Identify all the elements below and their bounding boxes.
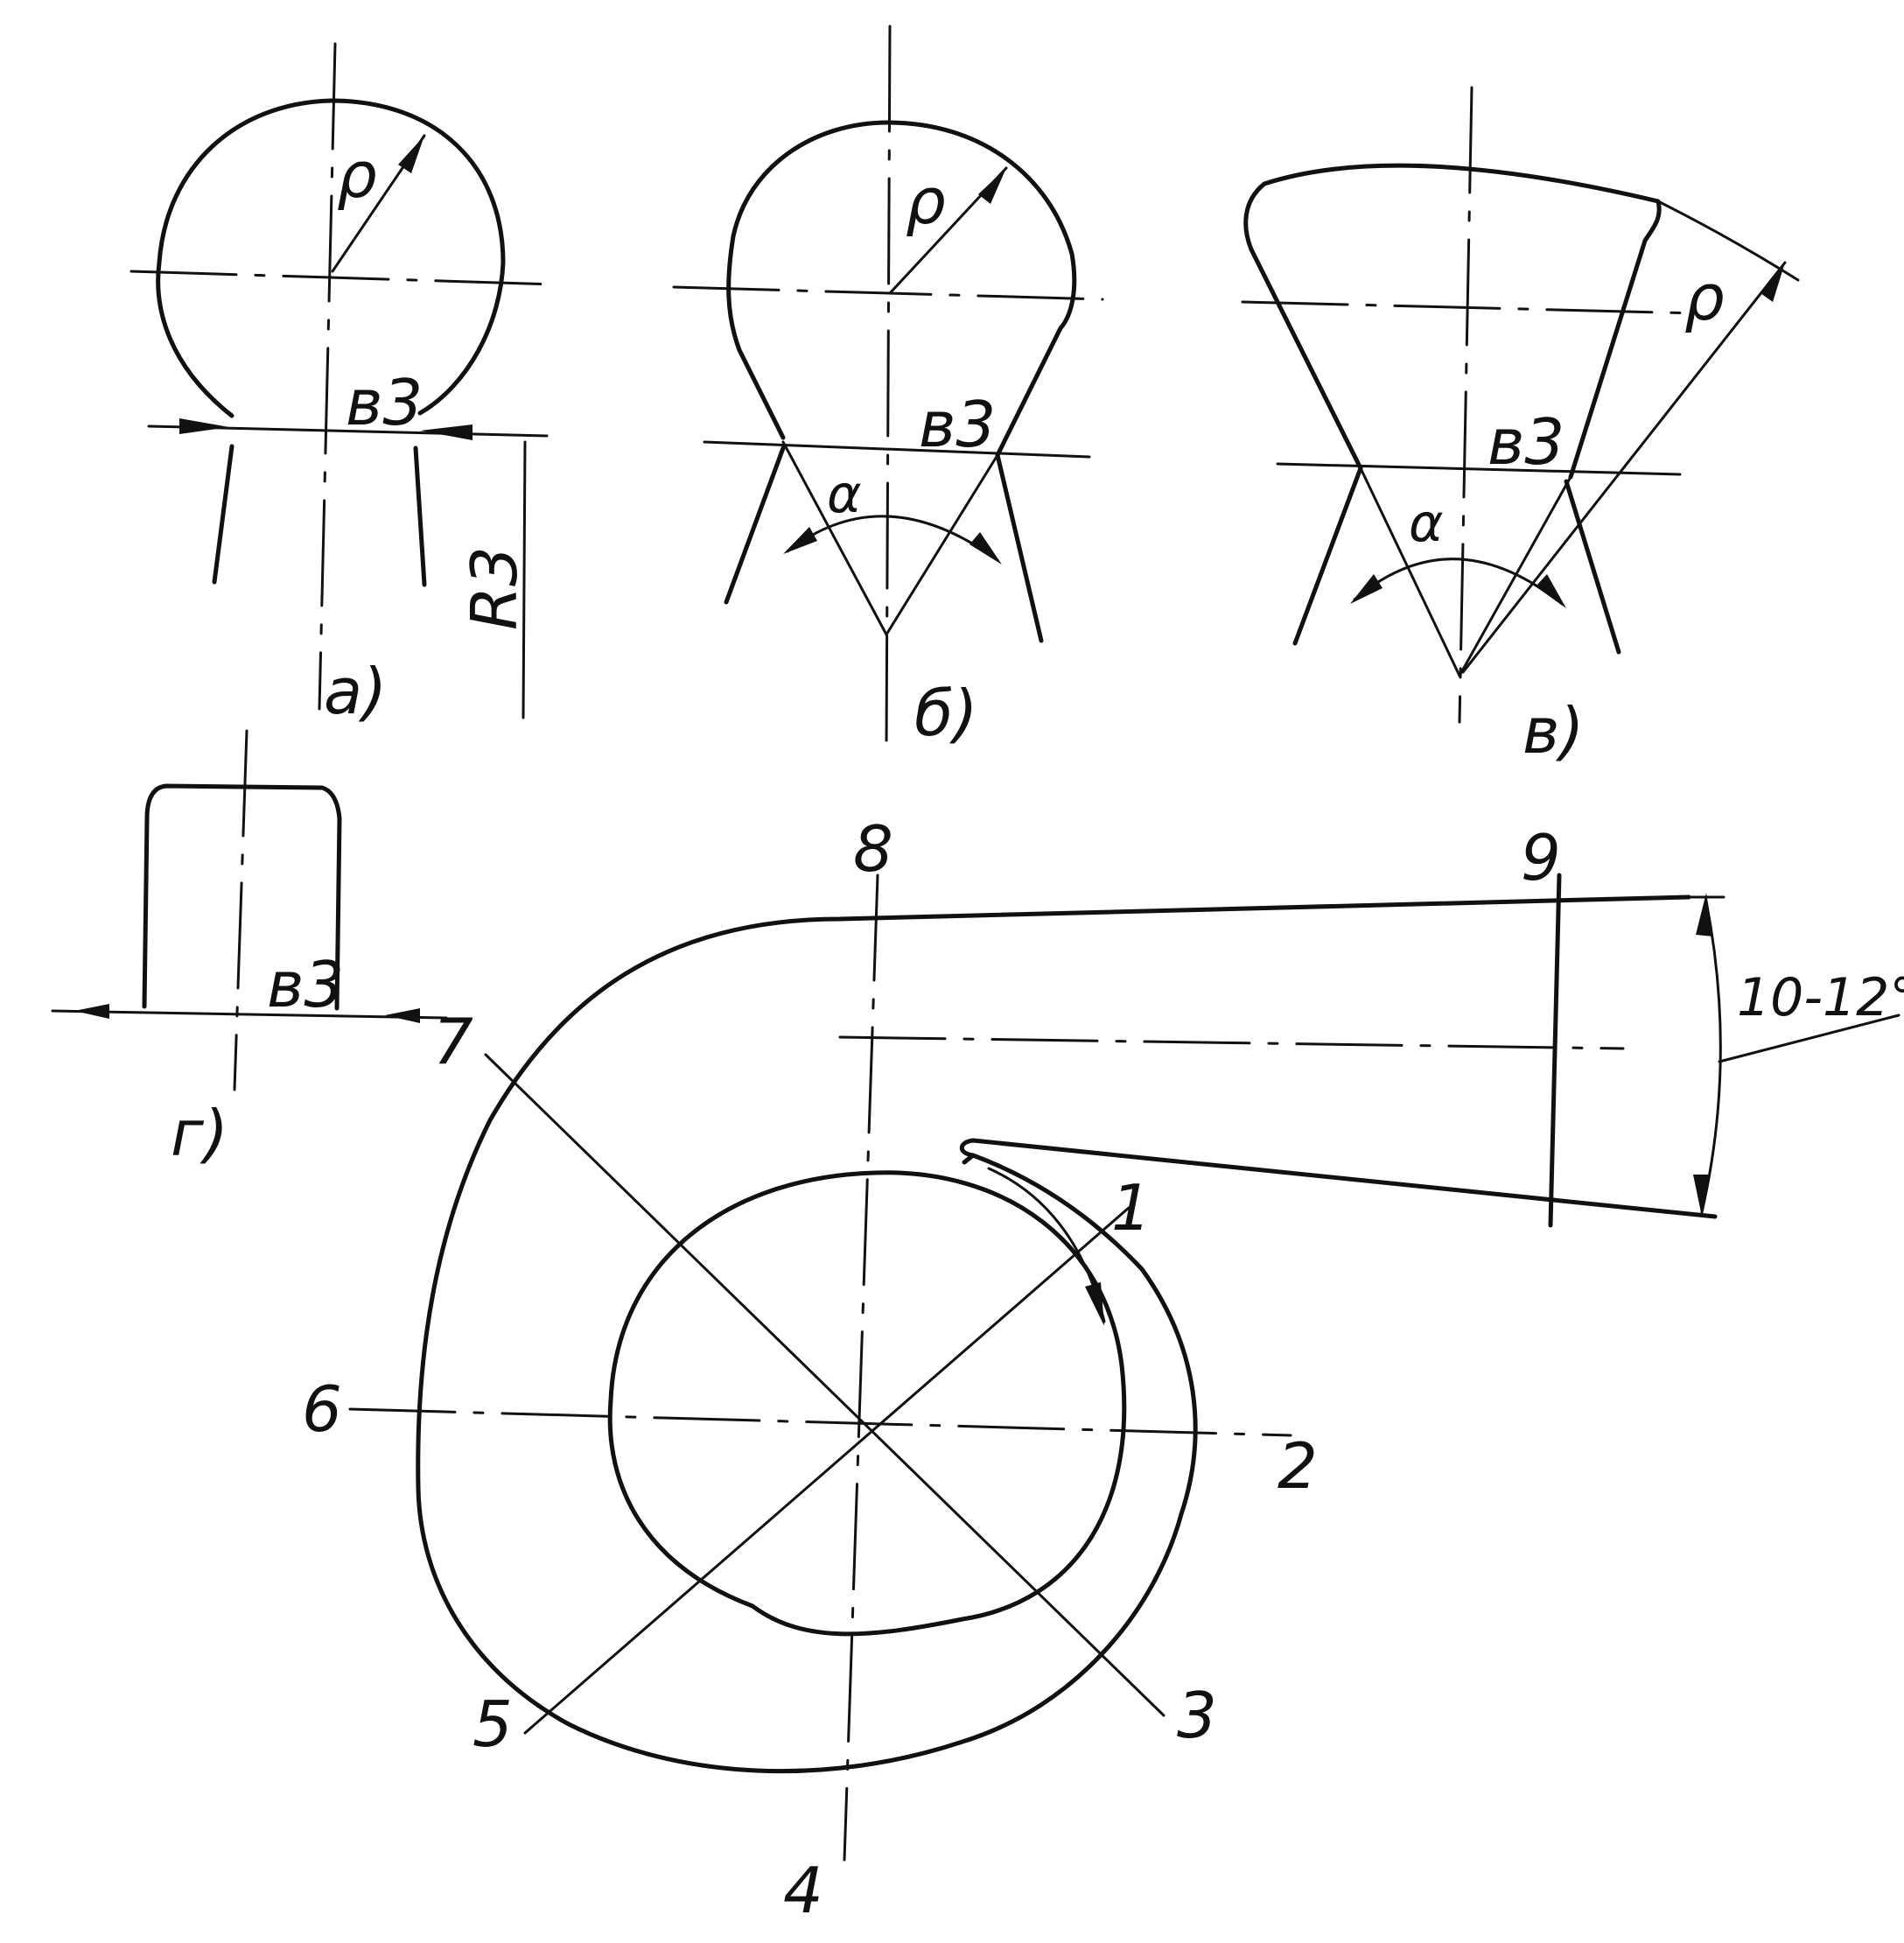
fig-b-alpha-ray-left <box>781 440 888 636</box>
fig-v-rho-arrow <box>1760 263 1785 302</box>
fig-a-circular-section <box>156 98 506 418</box>
spiral-casing: 10-12° 1 2 3 4 5 6 7 8 9 <box>302 812 1904 1927</box>
figure-g: в3 г) <box>51 729 448 1170</box>
fig-v-b3-line <box>1276 462 1682 476</box>
fig-a-rho-arrow <box>398 136 424 173</box>
fig-g-b3-arrow-right <box>385 1008 420 1023</box>
fig-g-rectangular-section <box>142 783 342 1011</box>
fig-g-b3-arrow-left <box>74 1004 109 1019</box>
fig-b-alpha-label: α <box>827 464 862 525</box>
fig-b-b3-label: в3 <box>919 388 996 461</box>
fig-b-b3-line <box>703 440 1091 459</box>
fig-v-b3-label: в3 <box>1488 405 1564 479</box>
fig-v-horizontal-axis <box>1241 300 1699 315</box>
fig-b-teardrop-section <box>726 120 1077 458</box>
figure-a: ρ в3 R3 а) <box>130 42 557 728</box>
fig-a-R3-dimension-line <box>522 440 527 719</box>
fig-b-rho-arrow <box>978 168 1006 204</box>
section-label-4: 4 <box>783 1854 823 1927</box>
impeller-circle <box>607 1170 1127 1637</box>
fig-v-alpha-arc <box>1353 558 1564 606</box>
fig-v-left-wall <box>1292 466 1363 646</box>
outlet-lower-wall <box>959 1138 1718 1219</box>
fig-a-b3-arrow-right <box>420 424 472 440</box>
section-label-2: 2 <box>1278 1429 1318 1503</box>
fig-v-alpha-arrow-left <box>1350 574 1382 604</box>
fig-b-rho-label: ρ <box>906 165 946 238</box>
fig-v-caption: в) <box>1522 694 1585 768</box>
fig-a-right-wall <box>413 445 427 587</box>
fig-b-caption: б) <box>914 677 978 750</box>
angle-arrow-bottom <box>1693 1175 1711 1217</box>
fig-a-horizontal-axis <box>130 270 557 286</box>
fig-b-alpha-arrow-left <box>783 527 817 554</box>
fig-v-alpha-arrow-right <box>1536 574 1566 608</box>
spiral-horizontal-axis <box>348 1407 1292 1437</box>
fig-a-b3-label: в3 <box>346 366 423 439</box>
section-line-9 <box>1548 873 1562 1228</box>
section-line-7-3 <box>484 1053 1166 1717</box>
fig-v-vertical-axis <box>1458 86 1474 724</box>
fig-a-R3-label: R3 <box>458 546 531 630</box>
fig-b-horizontal-axis <box>672 285 1104 301</box>
fig-b-vertical-axis <box>885 25 892 750</box>
spiral-vertical-axis <box>843 873 879 1862</box>
outlet-axis <box>838 1035 1625 1050</box>
fig-v-rho-line <box>1461 261 1787 674</box>
fig-a-left-wall <box>212 444 234 585</box>
fig-a-vertical-axis <box>318 42 337 711</box>
spiral-outer-wall <box>416 894 1691 1774</box>
fig-v-alpha-ray-right <box>1458 475 1572 677</box>
section-label-5: 5 <box>472 1687 513 1761</box>
fig-v-right-wall <box>1564 479 1621 655</box>
fig-v-left-side <box>1243 181 1363 471</box>
fig-g-vertical-axis <box>233 729 248 1091</box>
angle-arrow-top <box>1696 893 1713 936</box>
fig-g-b3-label: в3 <box>267 948 344 1021</box>
fig-b-alpha-arc <box>786 515 999 562</box>
fig-a-b3-arrow-left <box>179 418 229 434</box>
fig-b-alpha-arrow-right <box>970 532 1002 565</box>
fig-b-left-wall <box>724 445 786 605</box>
section-label-6: 6 <box>302 1372 342 1446</box>
fig-v-alpha-label: α <box>1409 493 1444 554</box>
section-label-7: 7 <box>433 1005 473 1078</box>
fig-g-caption: г) <box>171 1097 228 1170</box>
rotation-arrow <box>1085 1282 1104 1326</box>
section-label-9: 9 <box>1521 821 1561 894</box>
fig-a-rho-label: ρ <box>337 138 377 212</box>
angle-label: 10-12° <box>1737 967 1904 1028</box>
fig-g-b3-line <box>51 1009 448 1020</box>
fig-a-caption: а) <box>324 655 387 728</box>
section-label-1: 1 <box>1111 1171 1152 1245</box>
section-label-3: 3 <box>1177 1679 1217 1752</box>
section-line-5-1 <box>523 1206 1130 1735</box>
section-label-8: 8 <box>853 812 893 886</box>
fig-v-alpha-ray-left <box>1359 466 1461 677</box>
fig-b-right-wall <box>995 452 1044 643</box>
fig-v-top-edge <box>1262 163 1662 480</box>
fig-v-rho-label: ρ <box>1684 261 1725 334</box>
fig-v-rho-arc <box>1656 200 1800 282</box>
figure-v: ρ в3 α в) <box>1241 86 1800 768</box>
angle-arc <box>1700 900 1722 1214</box>
fig-b-alpha-ray-right <box>885 453 999 636</box>
figure-b: ρ в3 α б) <box>672 25 1104 750</box>
angle-leader <box>1718 1014 1900 1063</box>
